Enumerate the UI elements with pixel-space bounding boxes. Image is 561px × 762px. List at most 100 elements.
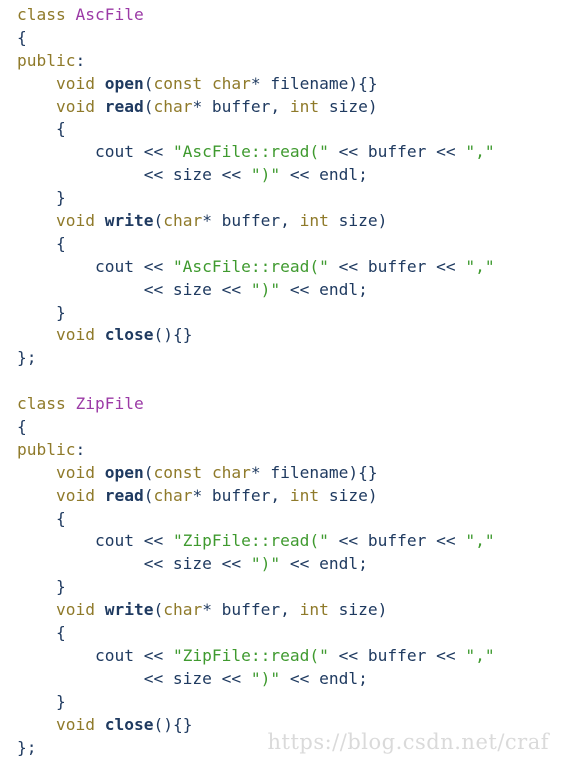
code-text: << endl; xyxy=(280,554,368,574)
code-text: cout << xyxy=(17,256,173,276)
code-line: cout << "ZipFile::read(" << buffer << ",… xyxy=(17,645,495,668)
code-text xyxy=(17,97,56,116)
code-text: << buffer << xyxy=(328,256,466,276)
code-string: "," xyxy=(465,256,495,276)
code-line: << size << ")" << endl; xyxy=(17,668,495,691)
code-type: char xyxy=(211,462,251,482)
code-type: int xyxy=(299,211,339,231)
code-string: "AscFile::read(" xyxy=(172,256,329,276)
code-type: void xyxy=(55,325,105,345)
code-type: void xyxy=(55,462,105,482)
code-text: * filename){} xyxy=(250,73,378,93)
code-class-name: ZipFile xyxy=(75,394,144,414)
code-text: << size << xyxy=(17,668,251,688)
code-text: cout << xyxy=(17,531,173,551)
code-string: "," xyxy=(465,645,495,665)
code-string: "ZipFile::read(" xyxy=(172,645,329,665)
code-line: void read(char* buffer, int size) xyxy=(17,96,495,119)
code-text: ( xyxy=(153,600,164,620)
code-function-name: open xyxy=(104,73,144,93)
code-text: cout << xyxy=(17,645,173,665)
code-text: { xyxy=(17,233,66,253)
code-line: void write(char* buffer, int size) xyxy=(17,599,495,622)
code-line: << size << ")" << endl; xyxy=(17,164,495,187)
code-type: char xyxy=(153,485,193,505)
code-line: cout << "ZipFile::read(" << buffer << ",… xyxy=(17,530,495,553)
code-function-name: read xyxy=(104,96,144,116)
code-line: << size << ")" << endl; xyxy=(17,279,495,302)
code-type: int xyxy=(299,600,339,620)
code-function-name: close xyxy=(104,714,154,734)
code-text xyxy=(17,74,56,93)
code-type: void xyxy=(55,714,105,734)
code-text: * buffer, xyxy=(192,96,290,116)
code-text: size) xyxy=(328,96,378,116)
code-text xyxy=(17,600,56,619)
code-type: void xyxy=(55,73,105,93)
code-line xyxy=(17,370,495,393)
code-text xyxy=(17,715,56,734)
code-text: * buffer, xyxy=(192,485,290,505)
code-type: char xyxy=(163,600,203,620)
code-type: int xyxy=(289,96,329,116)
code-text: << buffer << xyxy=(328,142,466,162)
code-text: { xyxy=(17,417,27,437)
code-text: (){} xyxy=(153,325,193,345)
watermark: https://blog.csdn.net/craf xyxy=(267,730,549,754)
code-string: ")" xyxy=(250,279,281,299)
code-text: } xyxy=(17,577,66,597)
code-string: "," xyxy=(465,531,495,551)
code-type: void xyxy=(55,485,105,505)
code-text: << buffer << xyxy=(328,531,466,551)
code-string: "ZipFile::read(" xyxy=(172,531,329,551)
code-class-name: AscFile xyxy=(75,5,144,24)
code-text: { xyxy=(17,623,66,643)
code-line: } xyxy=(17,187,495,210)
code-text: size) xyxy=(338,211,388,231)
code-text xyxy=(17,486,56,505)
code-text xyxy=(17,325,56,344)
code-text: { xyxy=(17,119,66,139)
code-line: { xyxy=(17,416,495,439)
code-line: cout << "AscFile::read(" << buffer << ",… xyxy=(17,256,495,279)
code-line: { xyxy=(17,118,495,141)
code-function-name: open xyxy=(104,462,144,482)
code-keyword: const xyxy=(153,462,212,482)
code-type: char xyxy=(163,211,203,231)
code-line: } xyxy=(17,691,495,714)
code-line: class AscFile xyxy=(17,4,495,27)
code-text: << endl; xyxy=(280,165,368,185)
code-text: * filename){} xyxy=(250,462,378,482)
code-text: } xyxy=(17,691,66,711)
code-line: cout << "AscFile::read(" << buffer << ",… xyxy=(17,141,495,164)
code-text: size) xyxy=(328,485,378,505)
code-line: { xyxy=(17,622,495,645)
code-text: }; xyxy=(17,348,37,368)
code-keyword: public xyxy=(17,439,76,459)
code-text: }; xyxy=(17,737,37,757)
code-line: class ZipFile xyxy=(17,393,495,416)
code-text: cout << xyxy=(17,142,173,162)
code-text: << size << xyxy=(17,279,251,299)
code-line: } xyxy=(17,302,495,325)
code-line: public: xyxy=(17,50,495,73)
code-text: << buffer << xyxy=(328,645,466,665)
code-text: << size << xyxy=(17,554,251,574)
code-type: char xyxy=(211,73,251,93)
code-text: ( xyxy=(143,485,154,505)
code-text: ( xyxy=(143,73,154,93)
code-text: << endl; xyxy=(280,668,368,688)
code-line: } xyxy=(17,576,495,599)
code-function-name: write xyxy=(104,600,154,620)
code-type: void xyxy=(55,96,105,116)
code-line: { xyxy=(17,27,495,50)
code-type: char xyxy=(153,96,193,116)
code-text: << size << xyxy=(17,165,251,185)
code-string: ")" xyxy=(250,165,281,185)
code-function-name: close xyxy=(104,325,154,345)
code-string: ")" xyxy=(250,554,281,574)
code-line: void open(const char* filename){} xyxy=(17,73,495,96)
code-function-name: read xyxy=(104,485,144,505)
code-text xyxy=(17,211,56,230)
code-text: } xyxy=(17,188,66,208)
